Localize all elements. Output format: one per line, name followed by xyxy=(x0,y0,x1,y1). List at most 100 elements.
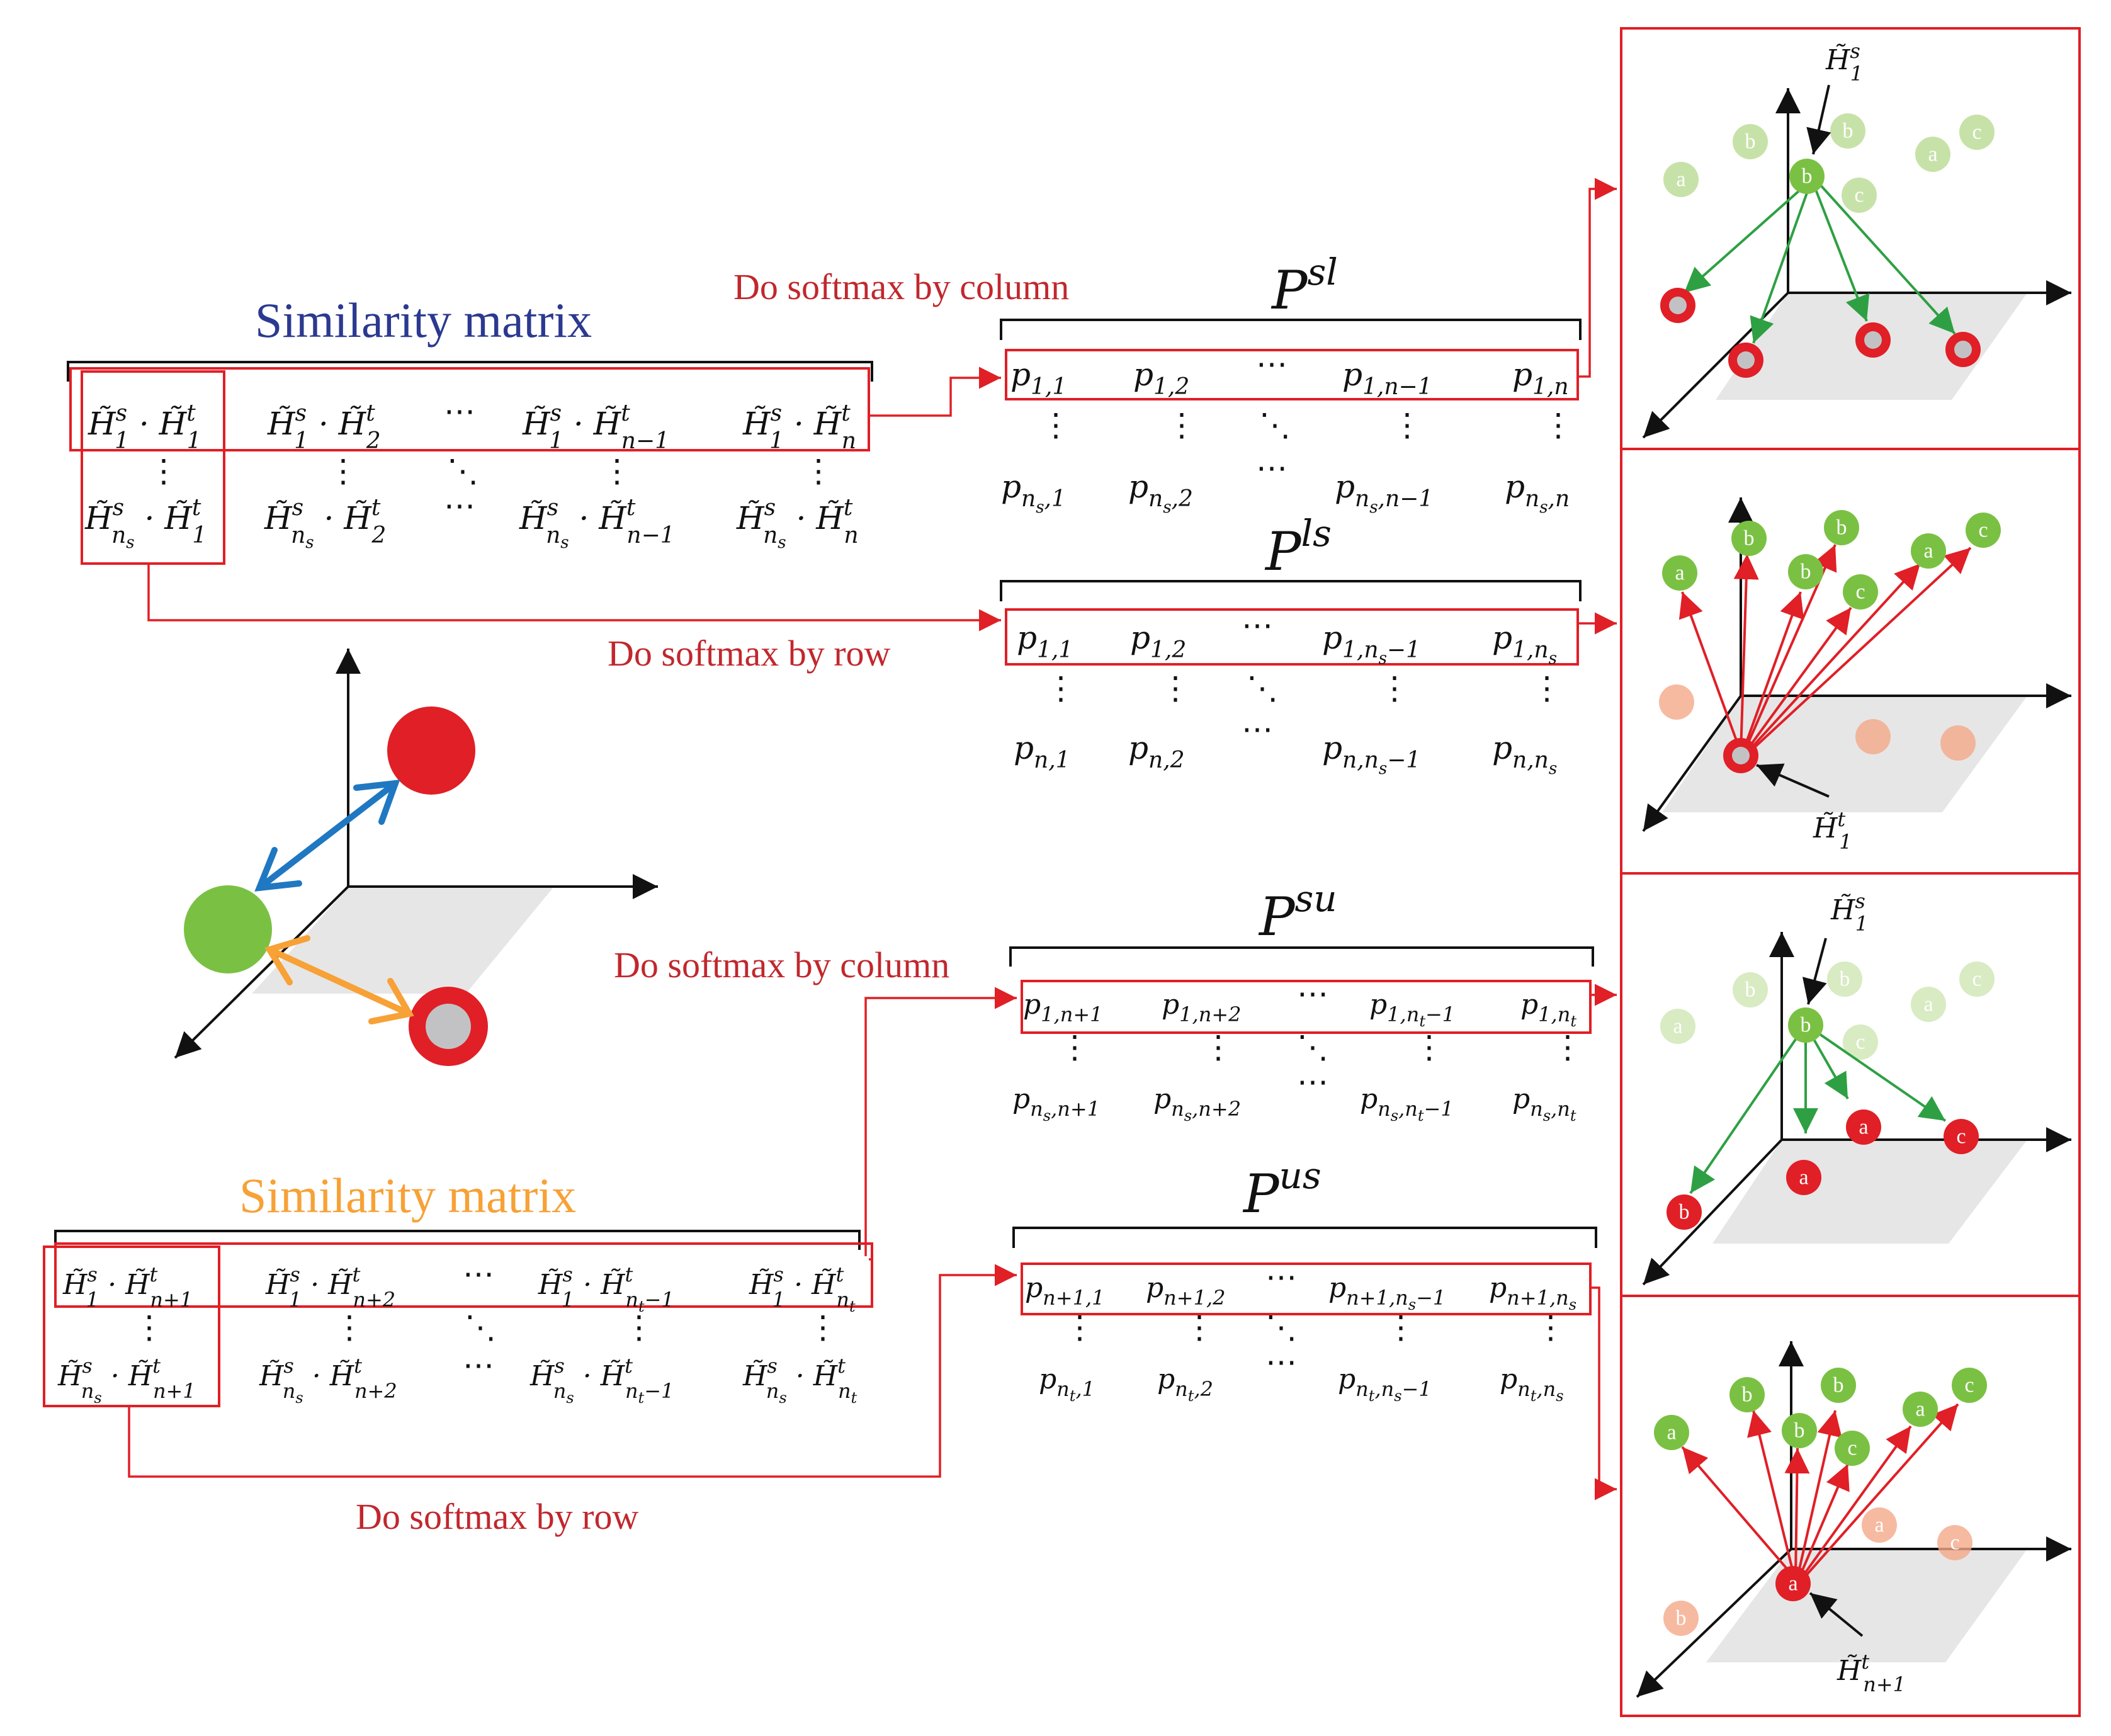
svg-text:H̃sns · H̃t1: H̃sns · H̃t1 xyxy=(84,495,207,552)
vdots: ⋮ xyxy=(133,1309,165,1346)
gray-plane xyxy=(252,887,554,994)
svg-text:H̃sns · H̃tn: H̃sns · H̃tn xyxy=(736,495,859,552)
ddots: ⋱ xyxy=(1265,1309,1297,1346)
top-sim-ellipsis-1: ⋯ xyxy=(444,393,475,429)
connector-softmax-col-2 xyxy=(864,987,1017,1256)
bracket-top-sim xyxy=(67,361,873,382)
node-label: b xyxy=(1742,1383,1753,1407)
softmax-row-label-1: Do softmax by row xyxy=(608,633,891,674)
center-node xyxy=(1788,1007,1823,1043)
vdots: ⋮ xyxy=(803,453,834,489)
vdots: ⋮ xyxy=(1064,1309,1095,1346)
row-highlight-p-us xyxy=(1021,1262,1592,1315)
axis-y xyxy=(174,885,349,1059)
faded-nodes: a b b c a c xyxy=(1663,113,1995,213)
svg-text:H̃s1 · H̃tn+2: H̃s1 · H̃tn+2 xyxy=(265,1262,395,1312)
ellipsis: ⋯ xyxy=(1297,975,1328,1012)
p-sl-cell-2-1: pns,1 xyxy=(1001,468,1066,517)
p-sl-cell-1-1: p1,1 xyxy=(1010,356,1067,400)
axis-y xyxy=(1636,1548,1792,1698)
node-label: a xyxy=(1928,143,1937,166)
p-su-cell-2-2: pns,n+2 xyxy=(1153,1083,1241,1125)
node-label: c xyxy=(1855,1031,1865,1054)
p-sl-cell-2-4: pns,n xyxy=(1505,468,1570,517)
p-su-row1: p1,n+1 p1,n+2 ⋯ p1,nt−1 p1,nt xyxy=(1023,975,1576,1030)
p-sl-cell-1-3: p1,n−1 xyxy=(1342,356,1432,400)
p-ls-cell-2-1: pn,1 xyxy=(1014,730,1070,773)
svg-text:H̃sns · H̃tnt−1: H̃sns · H̃tnt−1 xyxy=(529,1354,674,1407)
vdots: ⋮ xyxy=(601,453,633,489)
faded-nodes xyxy=(1659,684,1976,761)
p-ls-row2: ⋯ pn,1 pn,2 pn,ns−1 pn,ns xyxy=(1014,711,1557,778)
softmax-col-label-1: Do softmax by column xyxy=(733,266,1069,307)
vdots: ⋮ xyxy=(148,453,179,489)
vdots: ⋮ xyxy=(1385,1309,1417,1346)
p-sl-cell-1-2: p1,2 xyxy=(1133,356,1189,400)
node-label: b xyxy=(1833,1374,1844,1397)
pointer-arrow xyxy=(1809,1592,1864,1637)
red-node xyxy=(387,706,475,795)
node-label: a xyxy=(1923,540,1933,563)
node-label: c xyxy=(1854,184,1864,207)
ellipsis: ⋯ xyxy=(463,1256,494,1292)
node-label: b xyxy=(1843,120,1853,143)
p-us-cell-2-3: pnt,ns−1 xyxy=(1338,1363,1432,1405)
p-su-cell-2-1: pns,n+1 xyxy=(1012,1083,1100,1125)
node-label: a xyxy=(1799,1166,1808,1189)
node-label: c xyxy=(1972,968,1981,991)
node-label: b xyxy=(1679,1201,1690,1224)
node-label: b xyxy=(1676,1607,1687,1630)
green-arrows xyxy=(1683,181,1956,344)
connector-stub xyxy=(869,1242,873,1272)
node-label: b xyxy=(1744,527,1755,550)
p-sl-title: Psl xyxy=(1271,251,1338,321)
vdots: ⋮ xyxy=(1040,407,1072,443)
svg-text:H̃s1 · H̃tn: H̃s1 · H̃tn xyxy=(742,400,856,454)
red-arrows xyxy=(1681,1403,1959,1579)
svg-text:H̃sns · H̃t2: H̃sns · H̃t2 xyxy=(264,495,386,552)
node-label: a xyxy=(1788,1572,1797,1596)
node-label: b xyxy=(1802,165,1813,188)
node-label: b xyxy=(1837,516,1847,540)
col-highlight-bottom-sim xyxy=(43,1245,220,1407)
axis-y xyxy=(1642,695,1742,832)
p-us-cell-1-3: pn+1,ns−1 xyxy=(1328,1272,1446,1313)
svg-text:H̃s1 · H̃tn+1: H̃s1 · H̃tn+1 xyxy=(62,1262,193,1312)
blue-double-arrow xyxy=(254,780,400,892)
p-sl-cell-2-2: pns,2 xyxy=(1128,468,1193,517)
softmax-col-label-2: Do softmax by column xyxy=(614,945,949,985)
center-node xyxy=(1789,159,1825,194)
vdots: ⋮ xyxy=(1379,670,1410,706)
vdots: ⋮ xyxy=(1552,1029,1583,1065)
p-ls-row1: p1,1 p1,2 ⋯ p1,ns−1 p1,ns xyxy=(1017,607,1557,668)
red-ring-node-center xyxy=(426,1004,471,1049)
pointer-arrow xyxy=(1802,938,1827,1005)
ellipsis: ⋯ xyxy=(1265,1344,1297,1380)
top-sim-vdots: ⋮ ⋮ ⋱ ⋮ ⋮ xyxy=(148,453,834,489)
p-su-cell-1-3: p1,nt−1 xyxy=(1369,989,1455,1030)
ellipsis: ⋯ xyxy=(1297,1064,1328,1100)
node-label: a xyxy=(1874,1514,1884,1537)
vdots: ⋮ xyxy=(623,1309,655,1346)
axis-y xyxy=(1642,1138,1783,1286)
top-sim-ellipsis-2: ⋯ xyxy=(444,487,475,524)
p-sl-row1: p1,1 p1,2 ⋯ p1,n−1 p1,n xyxy=(1010,346,1569,400)
red-ring-nodes xyxy=(1660,288,1981,378)
node-label: a xyxy=(1667,1421,1676,1444)
svg-text:H̃s1 · H̃tn−1: H̃s1 · H̃tn−1 xyxy=(522,400,669,454)
